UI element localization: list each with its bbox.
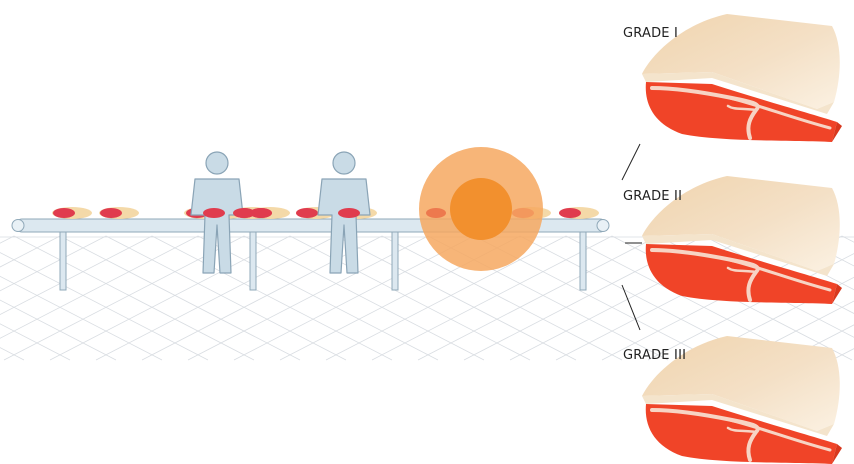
meat-piece xyxy=(233,208,255,218)
meat-items-front xyxy=(203,208,360,218)
grade-2-label: GRADE II xyxy=(623,189,683,204)
meat-piece xyxy=(52,207,92,219)
scanner-glow-icon xyxy=(419,147,543,271)
branch-line-grade-3 xyxy=(621,284,641,331)
meat-piece xyxy=(338,208,360,218)
meat-piece xyxy=(203,208,225,218)
meat-piece xyxy=(99,207,139,219)
meat-piece xyxy=(559,207,599,219)
branch-line-grade-1 xyxy=(621,143,641,181)
grade-1-label: GRADE I xyxy=(623,26,679,41)
grade-3-label: GRADE III xyxy=(623,348,687,363)
branch-lines xyxy=(621,143,642,331)
meat-piece xyxy=(250,208,272,218)
